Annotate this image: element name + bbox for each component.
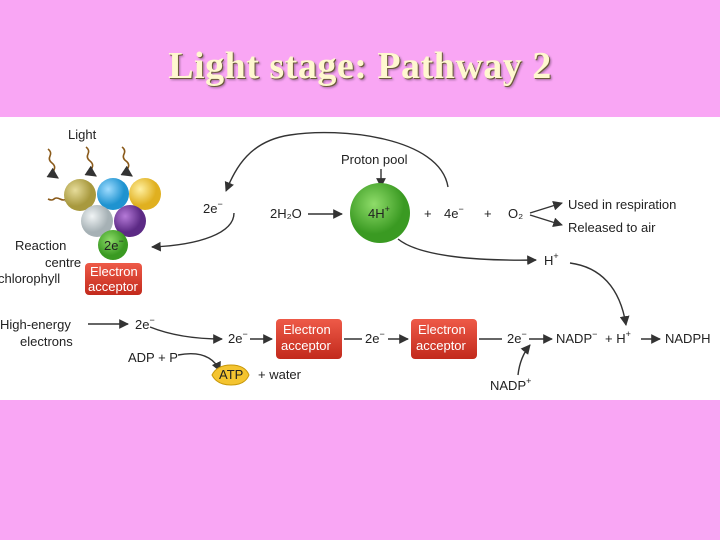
light-stage-diagram: Light 2e− Reaction centre chlorophyll El… bbox=[0, 127, 711, 393]
twoe-label-a: 2e− bbox=[135, 315, 155, 332]
atp-shape bbox=[211, 364, 250, 386]
water-label: 2H₂O bbox=[270, 206, 302, 221]
slide-title: Light stage: Pathway 2 bbox=[168, 45, 552, 87]
return-arrow-top bbox=[224, 131, 449, 192]
high-energy-label: High-energy bbox=[0, 317, 71, 332]
acceptor-2-line-1: Electron bbox=[283, 322, 331, 337]
electrons-label: electrons bbox=[20, 334, 73, 349]
twoe-label-b: 2e− bbox=[228, 329, 248, 346]
diagram-panel: Light 2e− Reaction centre chlorophyll El… bbox=[0, 117, 720, 400]
h-plus-label-2: + H+ bbox=[605, 329, 631, 346]
acceptor-1-line-2: acceptor bbox=[88, 279, 139, 294]
nadp-input-arrow bbox=[517, 344, 531, 376]
pigment-blue bbox=[97, 178, 129, 210]
reaction-label: Reaction bbox=[15, 238, 66, 253]
chlorophyll-label: chlorophyll bbox=[0, 271, 60, 286]
electron-acceptor-box-1 bbox=[85, 263, 142, 295]
twoe-label-c: 2e− bbox=[365, 329, 385, 346]
h-plus-label: H+ bbox=[544, 251, 559, 268]
nadp-minus-label: NADP− bbox=[556, 329, 597, 346]
pigment-grey bbox=[81, 205, 113, 237]
o2-arrow-up bbox=[529, 200, 563, 214]
adp-to-atp-arrow bbox=[177, 353, 221, 372]
pigment-yellow bbox=[129, 178, 161, 210]
centre-label: centre bbox=[45, 255, 81, 270]
chain-arrow-1 bbox=[149, 326, 223, 344]
used-respiration-label: Used in respiration bbox=[568, 197, 676, 212]
pigment-olive bbox=[64, 179, 96, 211]
electron-acceptor-box-2 bbox=[276, 319, 342, 359]
pigment-purple bbox=[114, 205, 146, 237]
four-e-label: 4e− bbox=[444, 204, 464, 221]
o2-arrow-down bbox=[529, 214, 563, 228]
acceptor-3-line-2: acceptor bbox=[416, 338, 467, 353]
nadp-plus-label: NADP+ bbox=[490, 376, 531, 393]
center-2e-label: 2e− bbox=[104, 236, 124, 253]
electron-acceptor-box-3 bbox=[411, 319, 477, 359]
plus-water-label: + water bbox=[258, 367, 302, 382]
twoe-label-top: 2e− bbox=[203, 199, 223, 216]
h-plus-arrow bbox=[397, 238, 537, 266]
proton-pool-circle bbox=[350, 183, 410, 243]
proton-pool-label: Proton pool bbox=[341, 152, 408, 167]
nadph-label: NADPH bbox=[665, 331, 711, 346]
acceptor-2-line-2: acceptor bbox=[281, 338, 332, 353]
to-centre-arrow bbox=[151, 212, 235, 252]
plus-1: + bbox=[424, 206, 432, 221]
h-plus-to-nadp-arrow bbox=[569, 262, 630, 326]
adp-p-label: ADP + P bbox=[128, 350, 178, 365]
plus-2: + bbox=[484, 206, 492, 221]
released-air-label: Released to air bbox=[568, 220, 656, 235]
light-label: Light bbox=[68, 127, 97, 142]
four-h-label: 4H+ bbox=[368, 204, 390, 221]
acceptor-1-line-1: Electron bbox=[90, 264, 138, 279]
reaction-centre-circle bbox=[98, 230, 128, 260]
atp-label: ATP bbox=[219, 367, 243, 382]
acceptor-3-line-1: Electron bbox=[418, 322, 466, 337]
o2-label: O₂ bbox=[508, 206, 523, 221]
twoe-label-d: 2e− bbox=[507, 329, 527, 346]
